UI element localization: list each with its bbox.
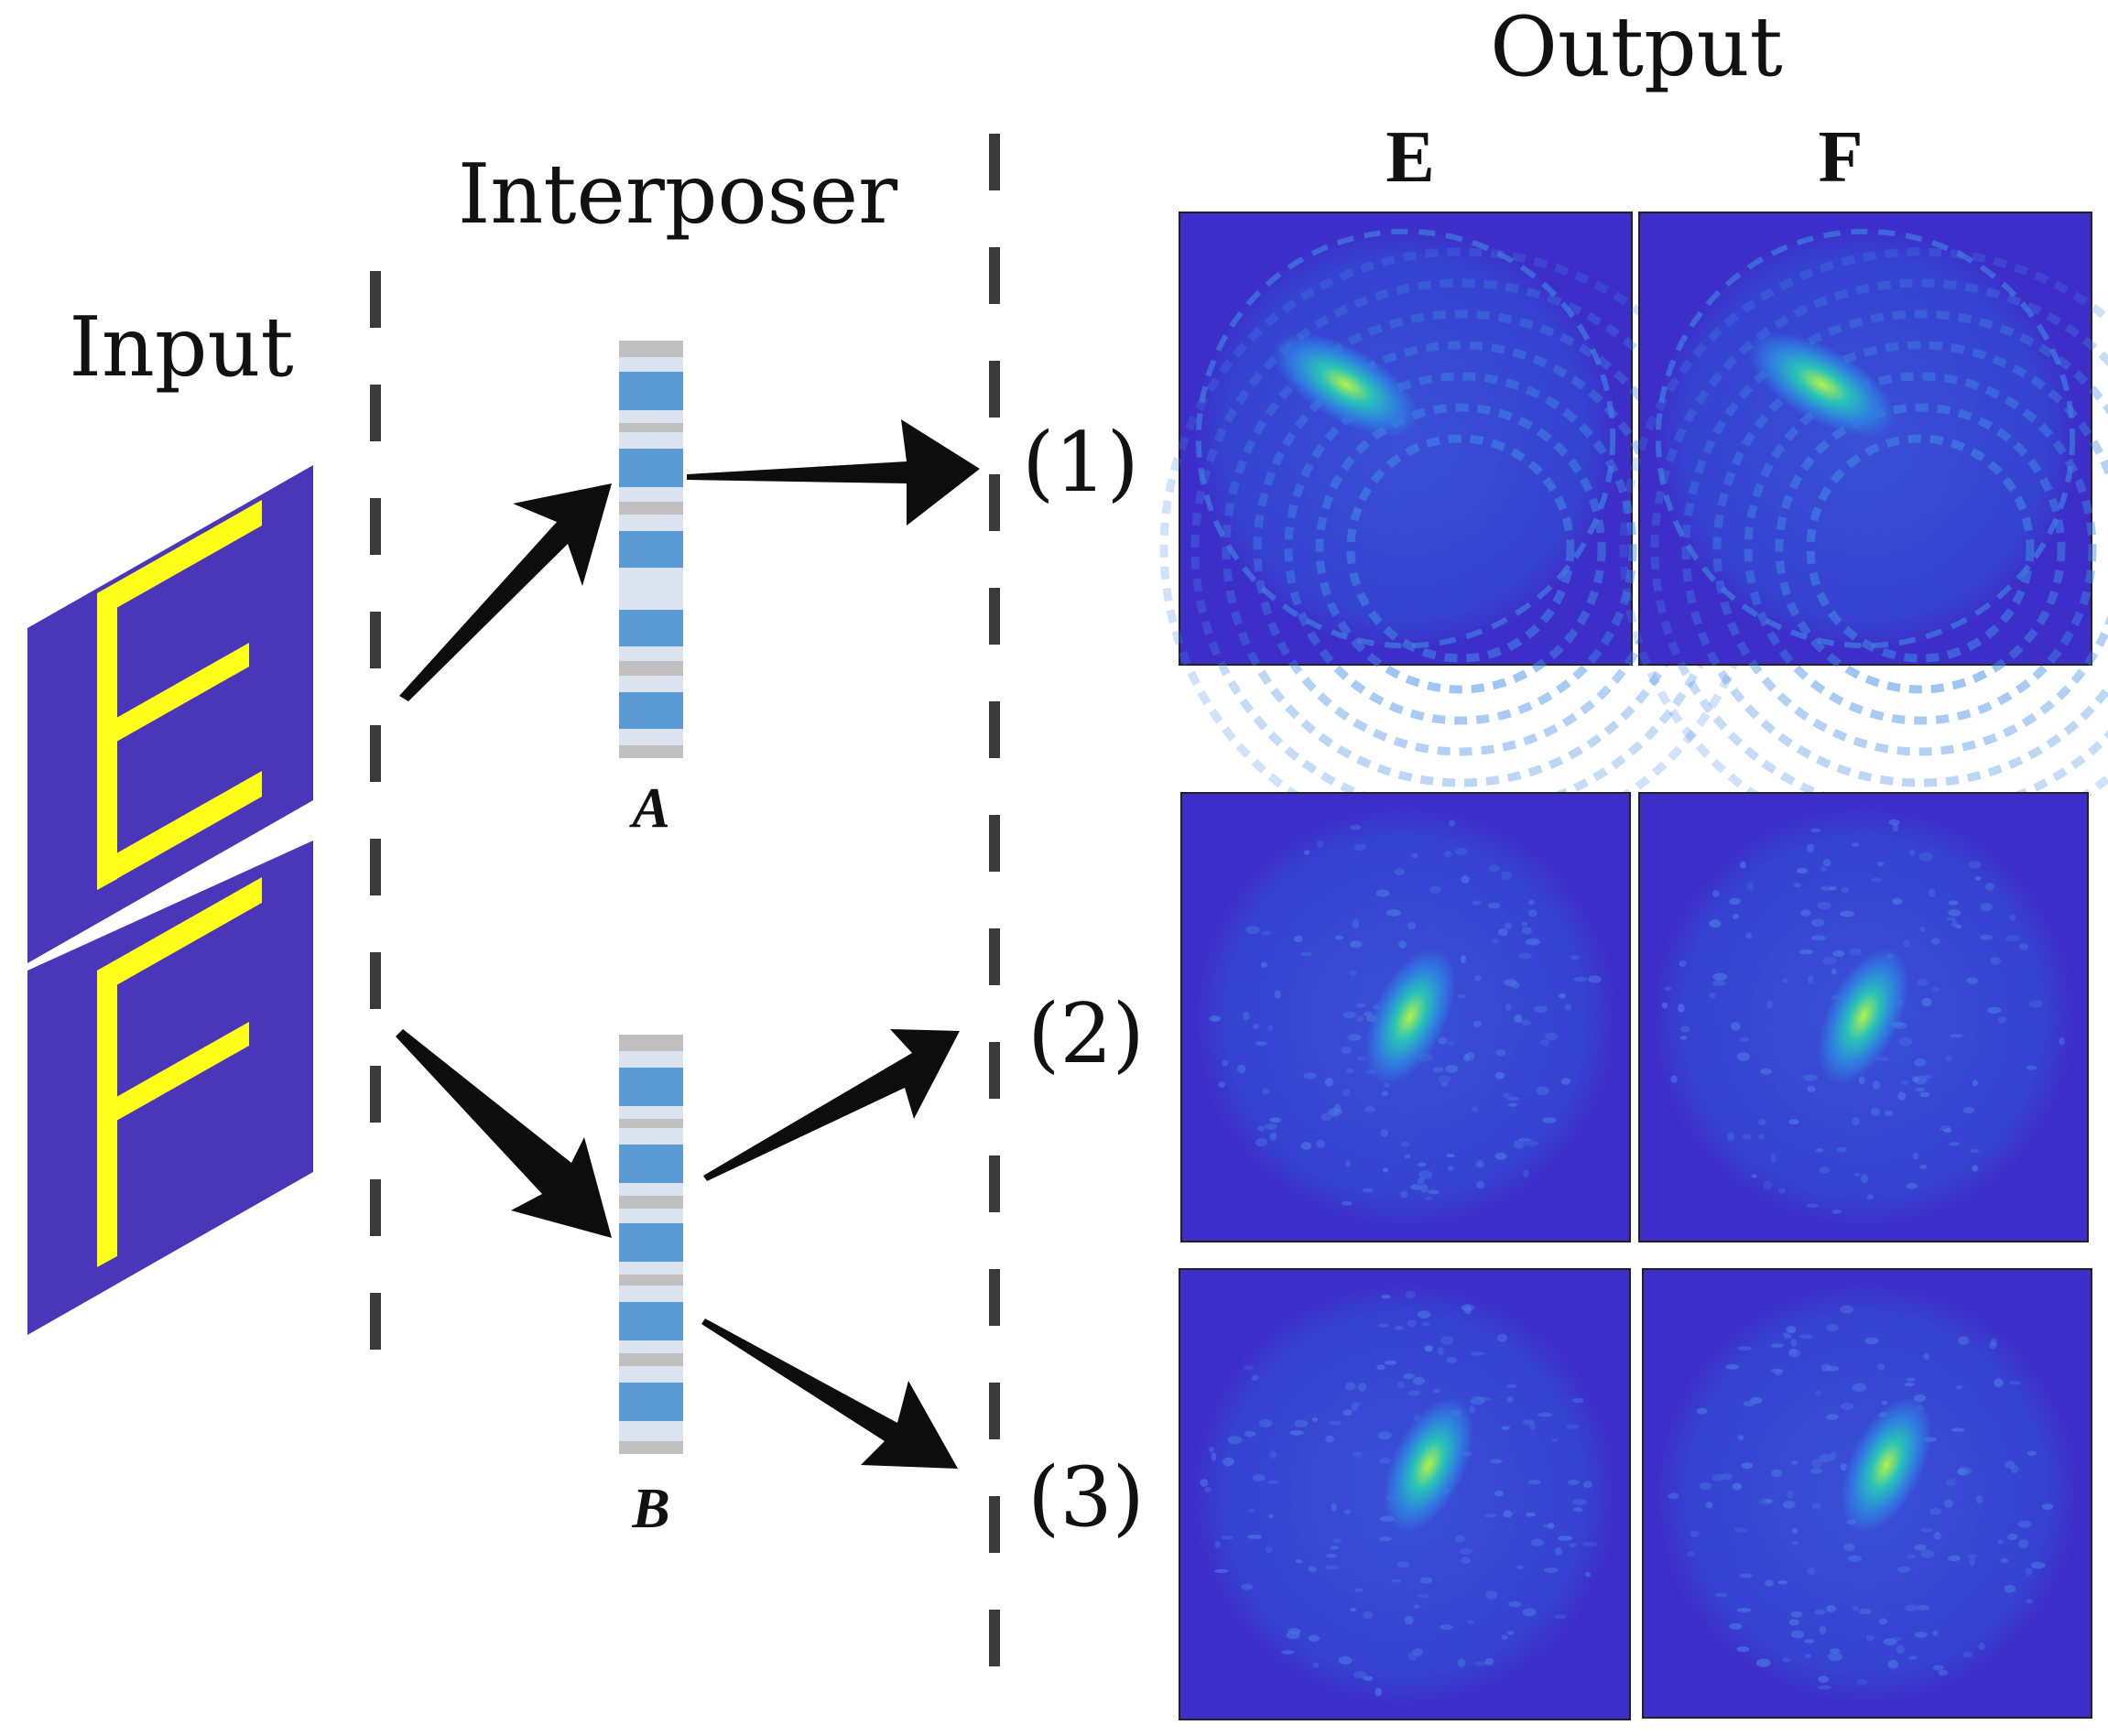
output-row-3-label: (3)	[1027, 1449, 1145, 1546]
input-label: Input	[69, 299, 293, 396]
letter-e-glyph	[97, 500, 262, 890]
interposer-b-strip	[619, 1035, 683, 1454]
output-field-grid	[1159, 212, 2108, 1720]
letter-f-glyph	[97, 877, 262, 1267]
arrow-input-to-a	[399, 483, 612, 701]
output-column-e-label: E	[1385, 117, 1434, 198]
output-1-f-panel	[1619, 212, 2108, 850]
output-row-1-label: (1)	[1022, 415, 1139, 511]
output-2-f-panel	[1638, 792, 2089, 1242]
output-column-f-label: F	[1819, 117, 1864, 198]
interposer-label: Interposer	[458, 146, 898, 243]
arrow-input-to-b	[396, 1029, 612, 1238]
output-row-2-label: (2)	[1027, 986, 1145, 1082]
arrow-b-to-output-3	[701, 1318, 958, 1469]
output-3-e-panel	[1179, 1268, 1631, 1720]
interposer-a-strip	[619, 341, 683, 758]
output-label: Output	[1490, 0, 1783, 95]
input-panel-e	[27, 465, 313, 963]
arrow-a-to-output-1	[687, 419, 980, 526]
output-2-e-panel	[1180, 792, 1631, 1242]
interposer-a-label: A	[628, 777, 669, 840]
input-panel-f	[27, 841, 313, 1335]
output-3-f-panel	[1642, 1268, 2092, 1719]
arrow-b-to-output-2	[703, 1029, 960, 1181]
interposer-b-label: B	[631, 1478, 669, 1540]
